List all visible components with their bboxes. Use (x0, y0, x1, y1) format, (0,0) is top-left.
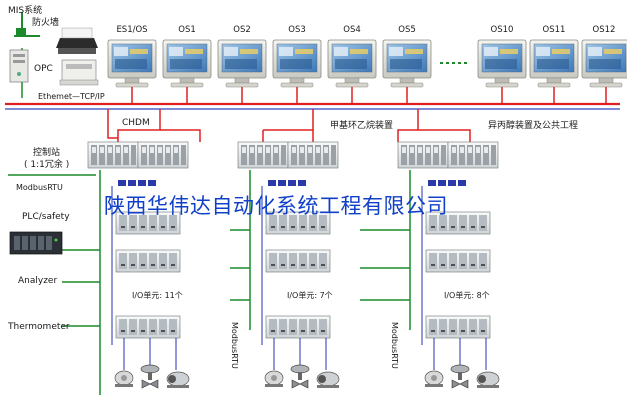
plant-a-label: 甲基环乙烷装置 (330, 121, 394, 131)
os-monitor (382, 39, 432, 104)
profibus-link-modules (118, 180, 466, 186)
ethernet-bus (5, 102, 620, 110)
plc-label: PLC/safety (22, 212, 70, 222)
modbus-vertical-label: ModbusRTU (390, 322, 399, 369)
os-label: ES1/OS (116, 25, 148, 35)
control-station-label: 控制站 (33, 148, 61, 158)
os-monitor (107, 39, 157, 104)
os-label: OS3 (288, 25, 306, 35)
controller-group-2 (237, 141, 339, 169)
redundancy-label: ( 1:1冗余 ) (24, 160, 70, 170)
ellipsis-dots (440, 62, 467, 64)
io-unit-label: I/O单元: 7个 (287, 291, 333, 300)
os-monitor (327, 39, 377, 104)
profibus-lines (111, 186, 423, 345)
mis-system-area (9, 12, 99, 98)
controller-group-1 (87, 141, 189, 169)
io-unit-label: I/O单元: 8个 (444, 291, 490, 300)
modbus-vertical-label: ModbusRTU (230, 322, 239, 369)
os-label: OS4 (343, 25, 361, 35)
company-watermark: 陕西华伟达自动化系统工程有限公司 (104, 194, 448, 218)
field-devices-3 (424, 364, 500, 389)
plant-b-label: 异丙醇装置及公共工程 (488, 121, 579, 131)
os-monitor (581, 39, 627, 104)
laser-printer-icon (59, 59, 99, 86)
opc-label: OPC (34, 64, 53, 74)
mis-label: MIS系统 (8, 6, 43, 16)
operator-stations (107, 39, 627, 104)
analyzer-label: Analyzer (18, 276, 58, 286)
os-label: OS10 (490, 25, 514, 35)
plc-icon (9, 231, 63, 255)
os-label: OS11 (542, 25, 566, 35)
field-devices-2 (264, 364, 340, 389)
os-monitor (529, 39, 579, 104)
os-label: OS2 (233, 25, 251, 35)
thermometer-label: Thermometer (8, 322, 70, 332)
os-monitor (217, 39, 267, 104)
controller-group-3 (397, 141, 499, 169)
os-label: OS12 (592, 25, 616, 35)
firewall-icon (16, 28, 26, 36)
io-racks-group-1 (115, 211, 181, 339)
field-devices-1 (114, 364, 190, 389)
os-label: OS1 (178, 25, 196, 35)
chdm-label: CHDM (122, 118, 150, 128)
io-racks-group-3 (425, 211, 491, 339)
fieldbus-trunks (8, 170, 411, 395)
firewall-label: 防火墙 (32, 18, 60, 28)
ethernet-label: Ethemet—TCP/IP (38, 92, 105, 101)
printer-icon (56, 27, 98, 54)
io-racks-group-2 (265, 211, 331, 339)
io-unit-label: I/O单元: 11个 (132, 291, 183, 300)
server-icon (9, 49, 29, 83)
os-monitor (477, 39, 527, 104)
os-monitor (272, 39, 322, 104)
plant-network-drops (107, 109, 471, 142)
os-monitor (162, 39, 212, 104)
os-label: OS5 (398, 25, 416, 35)
field-drops (123, 338, 487, 370)
modbus-label: ModbusRTU (16, 183, 63, 192)
